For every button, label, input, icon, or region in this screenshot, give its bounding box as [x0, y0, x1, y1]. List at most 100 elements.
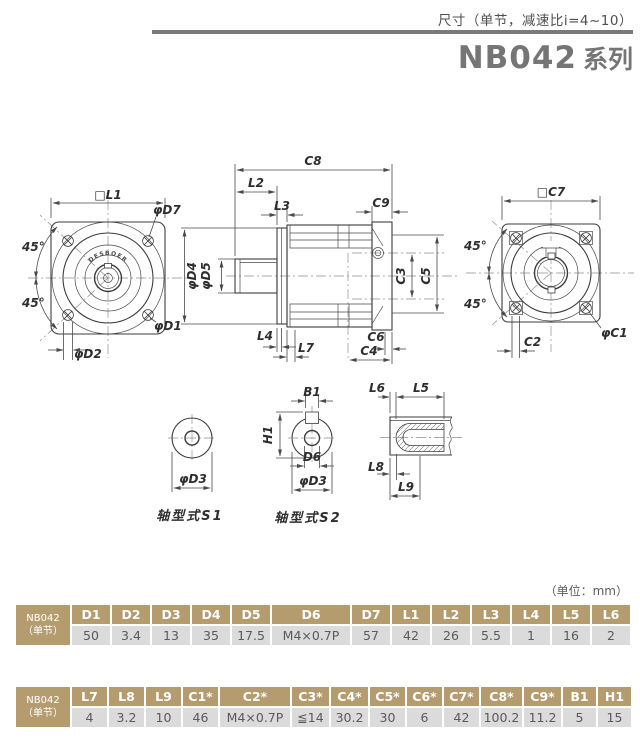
dim-label-L7: L7: [298, 341, 315, 355]
spec-value: M4×0.7P: [272, 626, 350, 645]
col-header: L2: [432, 605, 470, 624]
dim-label-45r-bottom: 45°: [463, 297, 487, 311]
shaft-s1-view: φD3 轴型式S1: [156, 414, 223, 524]
spec-value: 30: [370, 708, 405, 727]
col-header: L6: [592, 605, 630, 624]
header-rule: [152, 30, 633, 34]
rear-view: □C7 45° 45° φC1 C2: [463, 185, 634, 358]
front-view: DESBOER □L1 φD7 φD1 φD2 45° 45°: [21, 188, 190, 361]
shaft-s2-view: B1 H1 D6 φD3 轴型式S2: [261, 385, 341, 526]
col-header: L8: [109, 687, 144, 706]
dim-label-C3: C3: [394, 267, 408, 284]
spec-value: 26: [432, 626, 470, 645]
spec-value: ≦14: [292, 708, 329, 727]
dim-label-C2: C2: [524, 335, 541, 349]
col-header: C3*: [292, 687, 329, 706]
dim-label-L5: L5: [413, 381, 429, 395]
dim-label-D5: φD5: [199, 262, 213, 290]
col-header: L9: [146, 687, 181, 706]
keyway-detail-view: L6 L5 L8 L9: [368, 381, 462, 500]
table1-series-note: （单节）: [23, 626, 63, 637]
table2-series-cell: NB042 （单节）: [16, 687, 70, 727]
dim-label-L6: L6: [369, 381, 385, 395]
dim-label-C9: C9: [372, 196, 389, 210]
dim-label-45r-top: 45°: [463, 239, 487, 253]
col-header: C6*: [407, 687, 442, 706]
spec-value: M4×0.7P: [220, 708, 290, 727]
dim-label-D3-s2: φD3: [299, 474, 327, 488]
spec-value: 35: [192, 626, 230, 645]
dimension-table-2: NB042 （单节） L7 L8 L9 C1* C2* C3* C4* C5* …: [14, 685, 633, 729]
col-header: C5*: [370, 687, 405, 706]
shaft-s2-label: 轴型式S2: [274, 510, 341, 526]
page-subtitle: 尺寸（单节，减速比i=4~10）: [437, 13, 633, 29]
col-header: D6: [272, 605, 350, 624]
col-header: C8*: [481, 687, 522, 706]
col-header: C2*: [220, 687, 290, 706]
dim-label-L4: L4: [257, 329, 273, 343]
col-header: D5: [232, 605, 270, 624]
spec-value: 16: [552, 626, 590, 645]
series-suffix: 系列: [582, 45, 633, 74]
table1-header-row: NB042 （单节） D1 D2 D3 D4 D5 D6 D7 L1 L2 L3…: [16, 605, 630, 645]
dim-label-L9: L9: [398, 480, 414, 494]
col-header: C7*: [444, 687, 479, 706]
spec-value: 17.5: [232, 626, 270, 645]
spec-value: 6: [407, 708, 442, 727]
spec-value: 10: [146, 708, 181, 727]
dim-label-D2: φD2: [74, 347, 102, 361]
dim-label-D1: φD1: [154, 319, 182, 333]
spec-value: 100.2: [481, 708, 522, 727]
series-model: NB042: [457, 40, 577, 76]
col-header: L3: [472, 605, 510, 624]
dim-label-45-top: 45°: [21, 240, 45, 254]
spec-value: 46: [183, 708, 218, 727]
dim-label-C7: □C7: [537, 185, 566, 199]
shaft-s1-label: 轴型式S1: [156, 508, 223, 524]
spec-value: 50: [72, 626, 110, 645]
technical-drawing: DESBOER □L1 φD7 φD1 φD2 45° 45°: [21, 154, 634, 526]
dim-label-L3: L3: [274, 199, 290, 213]
col-header: C4*: [331, 687, 368, 706]
col-header: D1: [72, 605, 110, 624]
spec-value: 4: [72, 708, 107, 727]
dim-label-B1: B1: [303, 385, 321, 399]
col-header: D3: [152, 605, 190, 624]
col-header: L4: [512, 605, 550, 624]
dim-label-D3-s1: φD3: [179, 472, 207, 486]
table2-value-row: 4 3.2 10 46 M4×0.7P ≦14 30.2 30 6 42 100…: [16, 708, 631, 727]
dim-label-45-bottom: 45°: [21, 296, 45, 310]
spec-value: 42: [392, 626, 430, 645]
col-header: B1: [563, 687, 596, 706]
table1-value-row: 50 3.4 13 35 17.5 M4×0.7P 57 42 26 5.5 1…: [16, 626, 630, 645]
dimension-table-1: NB042 （单节） D1 D2 D3 D4 D5 D6 D7 L1 L2 L3…: [14, 603, 632, 647]
spec-value: 3.2: [109, 708, 144, 727]
col-header: C9*: [524, 687, 561, 706]
dim-label-C8: C8: [304, 154, 321, 168]
col-header: D2: [112, 605, 150, 624]
dim-label-C5: C5: [419, 267, 433, 284]
table1-series-name: NB042: [26, 612, 60, 624]
dim-label-H1: H1: [261, 426, 275, 444]
spec-value: 3.4: [112, 626, 150, 645]
dim-label-D7: φD7: [153, 203, 181, 217]
col-header: L7: [72, 687, 107, 706]
spec-value: 11.2: [524, 708, 561, 727]
table2-header-row: NB042 （单节） L7 L8 L9 C1* C2* C3* C4* C5* …: [16, 687, 631, 727]
spec-value: 13: [152, 626, 190, 645]
col-header: C1*: [183, 687, 218, 706]
col-header: H1: [598, 687, 631, 706]
col-header: D4: [192, 605, 230, 624]
dim-label-D4: φD4: [185, 262, 199, 290]
dim-label-L1: □L1: [94, 188, 121, 202]
dim-label-C1: φC1: [601, 326, 628, 340]
dim-label-L2: L2: [248, 176, 264, 190]
dim-label-C6: C6: [367, 330, 384, 344]
spec-value: 5: [563, 708, 596, 727]
unit-note: （单位：mm）: [544, 584, 628, 598]
spec-value: 30.2: [331, 708, 368, 727]
dim-label-D6: D6: [303, 450, 321, 464]
spec-value: 42: [444, 708, 479, 727]
